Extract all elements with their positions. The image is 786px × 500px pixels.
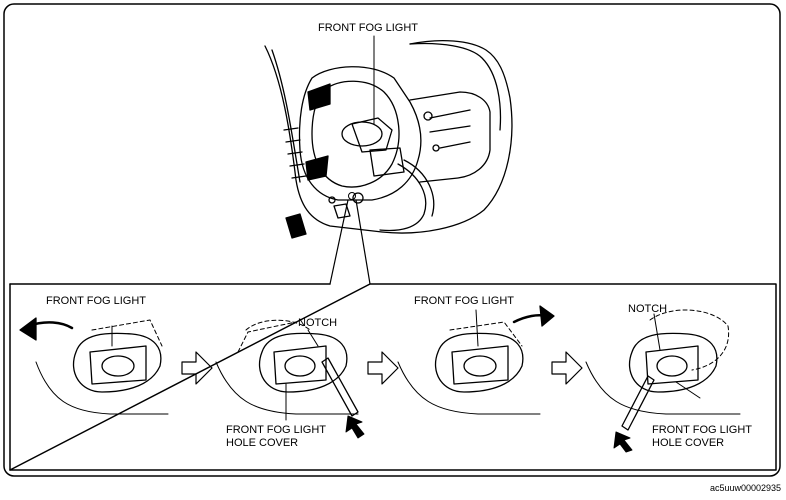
detail-panel-border [9,283,777,471]
step2-hole-cover-label-line2: HOLE COVER [226,437,299,449]
screwdriver-icon [321,357,359,417]
step-2-pry-notch [215,319,365,439]
step4-hole-cover-label-line1: FRONT FOG LIGHT [652,424,753,436]
step4-hole-cover-label-line2: HOLE COVER [652,437,725,449]
main-fog-light-label: FRONT FOG LIGHT [318,22,419,34]
rotate-cw-arrow-icon [539,305,555,327]
figure-code: ac5uuw00002935 [710,483,782,493]
step3-fog-light-label: FRONT FOG LIGHT [414,295,515,307]
step-3-rotate-cw [397,305,555,415]
screwdriver-icon [621,375,655,431]
next-step-arrow-icon [181,351,213,385]
step-4-remove-cover [585,309,741,453]
rotate-ccw-arrow-icon [19,317,37,341]
step4-notch-label: NOTCH [628,303,668,315]
push-arrow-icon [613,431,633,453]
next-step-arrow-icon [367,351,399,385]
push-arrow-icon [345,415,365,439]
step2-notch-label: NOTCH [298,317,338,329]
next-step-arrow-icon [551,351,583,385]
step2-hole-cover-label-line1: FRONT FOG LIGHT [226,424,327,436]
step-1-rotate-ccw [19,317,169,415]
main-fog-light-view [264,35,513,285]
diagram-frame [3,3,781,477]
step1-fog-light-label: FRONT FOG LIGHT [46,295,147,307]
